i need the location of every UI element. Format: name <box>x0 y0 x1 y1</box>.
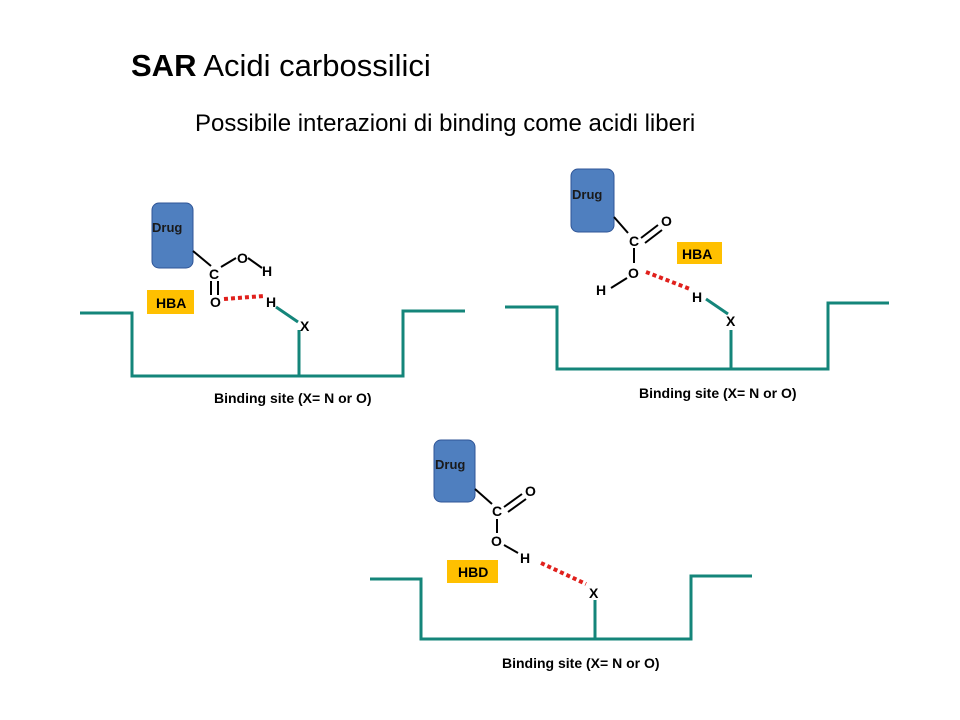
bond-drug-c <box>192 250 212 267</box>
tag-box <box>677 242 722 264</box>
bond-o-h <box>503 544 519 554</box>
bond-c-o-double-a <box>640 224 659 239</box>
binding-site-label: Binding site (X= N or O) <box>639 385 797 401</box>
title-rest: Acidi carbossilici <box>196 48 431 83</box>
bond-h-x <box>275 305 299 324</box>
bond-o-h <box>247 257 263 269</box>
atom-x: X <box>300 318 310 334</box>
panel-3: Drug O C O H X HBD Binding site (X= N or… <box>370 439 752 671</box>
tag-label: HBA <box>682 246 712 262</box>
atom-o-double: O <box>210 294 221 310</box>
atom-h-site: H <box>692 289 702 305</box>
drug-label: Drug <box>572 187 602 202</box>
atom-h-acid: H <box>520 550 530 566</box>
drug-label: Drug <box>435 457 465 472</box>
atom-h-acid: H <box>596 282 606 298</box>
bond-c-o-single <box>220 257 237 268</box>
bond-c-o-double-b <box>644 229 663 244</box>
atom-o-double: O <box>661 213 672 229</box>
binding-site-outline <box>505 301 889 371</box>
tag-box <box>147 290 194 314</box>
atom-h-site: H <box>266 294 276 310</box>
panel-2: Drug O C O H H X HBA Binding site (X= N … <box>505 168 889 401</box>
drug-label: Drug <box>152 220 182 235</box>
tag-box <box>447 560 498 583</box>
binding-site-label: Binding site (X= N or O) <box>214 390 372 406</box>
atom-o-single: O <box>628 265 639 281</box>
hydrogen-bond <box>223 294 265 301</box>
binding-site-outline <box>80 309 465 378</box>
drug-box <box>433 439 476 503</box>
binding-site-label: Binding site (X= N or O) <box>502 655 660 671</box>
tag-label: HBA <box>156 295 186 311</box>
atom-x: X <box>589 585 599 601</box>
atom-c: C <box>209 266 219 282</box>
bond-drug-c <box>613 216 629 234</box>
bond-c-o-double-a <box>503 493 523 508</box>
bond-drug-c <box>474 488 493 505</box>
drug-box <box>570 168 615 233</box>
binding-site-outline <box>370 574 752 641</box>
tag-label: HBD <box>458 564 488 580</box>
atom-h-acid: H <box>262 263 272 279</box>
page-title: SAR Acidi carbossilici <box>131 48 431 84</box>
atom-o-single: O <box>491 533 502 549</box>
bond-h-x <box>705 297 729 316</box>
atom-c: C <box>629 233 639 249</box>
atom-o-single: O <box>237 250 248 266</box>
hydrogen-bond <box>540 561 587 586</box>
atom-c: C <box>492 503 502 519</box>
panel-1: Drug C O H O H X HBA Binding site (X= N … <box>80 202 465 406</box>
drug-box <box>151 202 194 269</box>
bond-c-o-double-b <box>507 498 527 513</box>
atom-o-double: O <box>525 483 536 499</box>
page-subtitle: Possibile interazioni di binding come ac… <box>195 110 696 137</box>
bond-o-h <box>610 277 628 289</box>
atom-x: X <box>726 313 736 329</box>
title-bold: SAR <box>131 48 197 83</box>
hydrogen-bond <box>645 270 691 291</box>
